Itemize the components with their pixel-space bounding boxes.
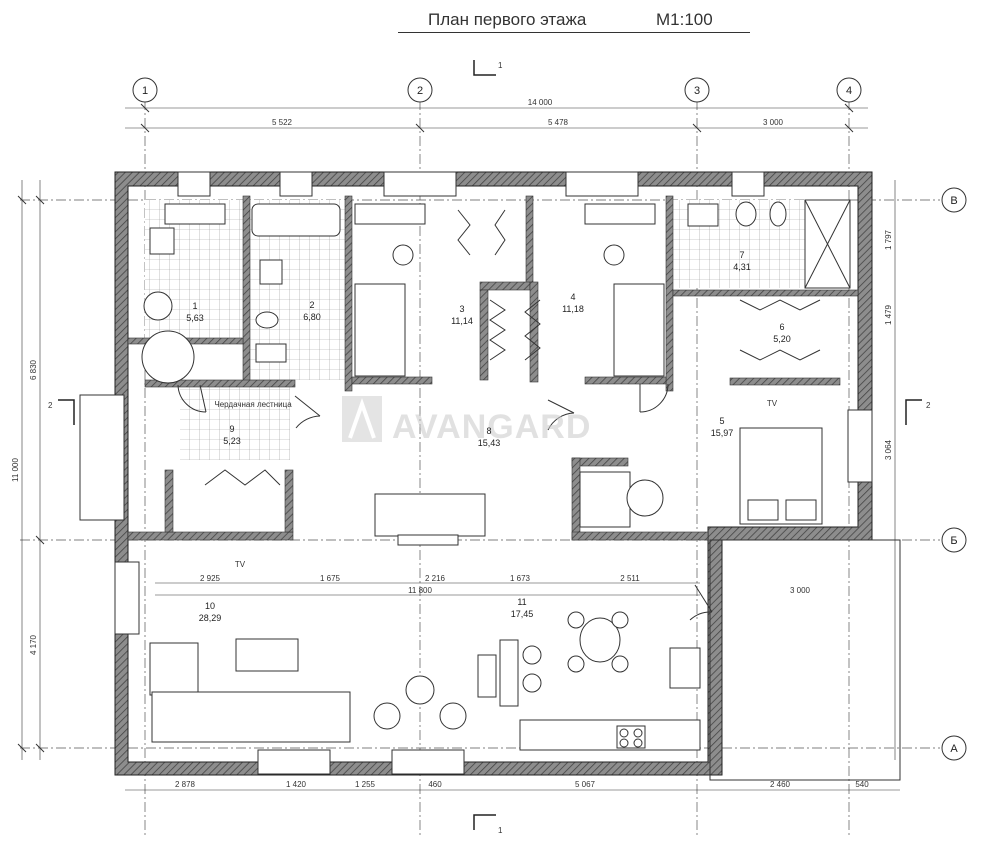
- stairs-label: Чердачная лестница: [214, 400, 292, 409]
- dim-bottom-3: 1 255: [355, 780, 376, 789]
- room-2-area: 6,80: [303, 312, 321, 322]
- dim-bottom-6: 2 460: [770, 780, 791, 789]
- dim-span-1: 5 522: [272, 118, 293, 127]
- room-8-num: 8: [486, 426, 491, 436]
- dim-inner-1: 2 925: [200, 574, 221, 583]
- room-3-area: 11,14: [451, 316, 473, 326]
- room-4-num: 4: [570, 292, 575, 302]
- room-2-num: 2: [309, 300, 314, 310]
- dim-span-3: 3 000: [763, 118, 784, 127]
- dim-bottom-7: 540: [855, 780, 869, 789]
- dimension-ticks: [17, 103, 854, 753]
- dim-span-2: 5 478: [548, 118, 569, 127]
- room-6-num: 6: [779, 322, 784, 332]
- doors: [177, 383, 713, 621]
- tv-label-bedroom: TV: [767, 399, 778, 408]
- dim-inner-long: 11 800: [408, 586, 432, 595]
- room-7-area: 4,31: [733, 262, 751, 272]
- axis-1-label: 1: [142, 85, 148, 97]
- dim-inner-3: 2 216: [425, 574, 446, 583]
- dim-inner-2: 1 675: [320, 574, 341, 583]
- room-10-num: 10: [205, 601, 215, 611]
- room-10-area: 28,29: [199, 613, 222, 623]
- room-labels: 1 5,63 2 6,80 3 11,14 4 11,18 7 4,31 6 5…: [186, 250, 791, 623]
- room-1-num: 1: [192, 301, 197, 311]
- axis-a-label: А: [950, 743, 958, 755]
- room-9-num: 9: [229, 424, 234, 434]
- room-7-num: 7: [739, 250, 744, 260]
- dim-bottom-5: 5 067: [575, 780, 596, 789]
- room-5-area: 15,97: [711, 428, 734, 438]
- dim-inner-5: 2 511: [620, 574, 640, 583]
- dim-inner-4: 1 673: [510, 574, 531, 583]
- dim-total-height: 11 000: [11, 458, 20, 482]
- plan-title-text: План первого этажа: [428, 10, 587, 29]
- section-markers: [58, 60, 922, 830]
- watermark-text: AVANGARD: [392, 408, 591, 446]
- interior-walls: [127, 195, 859, 541]
- dim-left-bottom: 4 170: [29, 634, 38, 655]
- axis-4-label: 4: [846, 85, 852, 97]
- sanitary-fixtures: [141, 199, 851, 384]
- room-1-area: 5,63: [186, 313, 204, 323]
- axis-2-label: 2: [417, 85, 423, 97]
- room-5-num: 5: [719, 416, 724, 426]
- dimension-texts: 14 000 5 522 5 478 3 000 11 000 6 830 4 …: [11, 98, 893, 789]
- axis-b-label: Б: [950, 535, 957, 547]
- dimension-lines: [21, 107, 900, 791]
- furniture: [149, 203, 823, 751]
- windows: [114, 171, 873, 775]
- axis-3-label: 3: [694, 85, 700, 97]
- dim-total-width: 14 000: [528, 98, 553, 107]
- watermark-logo: AVANGARD: [342, 396, 591, 446]
- dim-bottom-2: 1 420: [286, 780, 307, 789]
- axis-v-label: В: [950, 195, 957, 207]
- room-4-area: 11,18: [562, 304, 584, 314]
- room-3-num: 3: [459, 304, 464, 314]
- room-11-num: 11: [517, 597, 526, 607]
- section-left-label: 2: [48, 401, 53, 410]
- dim-right-2: 1 479: [884, 304, 893, 325]
- exterior-walls: [79, 171, 901, 781]
- room-8-area: 15,43: [478, 438, 501, 448]
- room-11-area: 17,45: [511, 609, 534, 619]
- dim-right-1: 1 797: [884, 229, 893, 250]
- section-top-label: 1: [498, 61, 503, 70]
- dim-right-3: 3 064: [884, 439, 893, 460]
- room-9-area: 5,23: [223, 436, 241, 446]
- section-right-label: 2: [926, 401, 931, 410]
- dim-bottom-4: 460: [428, 780, 442, 789]
- wardrobe-hangers: [204, 209, 821, 486]
- axis-markers: 1 2 3 4 В Б А: [132, 77, 967, 761]
- dim-left-top: 6 830: [29, 359, 38, 380]
- plan-scale: М1:100: [656, 10, 713, 29]
- plan-title: План первого этажа М1:100: [398, 8, 750, 33]
- dim-bottom-1: 2 878: [175, 780, 196, 789]
- dim-terrace: 3 000: [790, 586, 811, 595]
- tv-label-living: TV: [235, 560, 246, 569]
- section-bottom-label: 1: [498, 826, 503, 835]
- room-6-area: 5,20: [773, 334, 791, 344]
